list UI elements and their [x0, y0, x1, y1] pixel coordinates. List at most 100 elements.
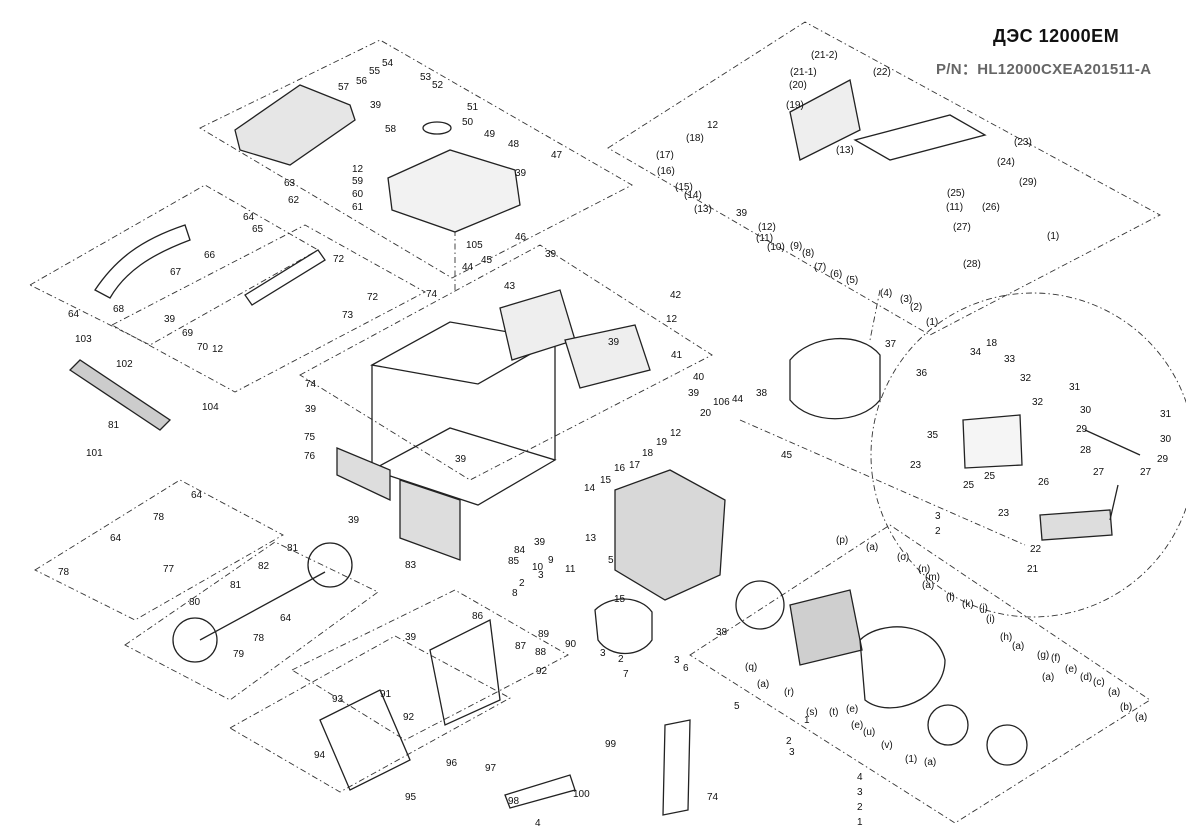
part-number: P/N：HL12000CXEA201511-A	[936, 61, 1152, 78]
callout-label: (10)	[767, 242, 785, 253]
callout-label: 14	[584, 483, 596, 494]
callout-label: 87	[515, 641, 527, 652]
callout-label: 89	[538, 629, 550, 640]
callout-label: 39	[348, 515, 360, 526]
top-panel-2	[564, 324, 651, 389]
callout-label: 39	[164, 314, 176, 325]
callout-label: 23	[910, 460, 922, 471]
region-alternator	[689, 524, 1151, 824]
battery	[962, 414, 1023, 469]
mount-foot	[504, 774, 576, 809]
callout-label: 2	[618, 654, 624, 665]
callout-label: (a)	[1108, 687, 1120, 698]
callout-label: 64	[280, 613, 292, 624]
callout-label: 39	[736, 208, 748, 219]
callout-label: 76	[304, 451, 316, 462]
callout-label: 51	[467, 102, 479, 113]
callout-label: 41	[671, 350, 683, 361]
callout-label: (p)	[836, 535, 848, 546]
callout-label: (16)	[657, 166, 675, 177]
callout-label: 99	[605, 739, 617, 750]
callout-label: 62	[288, 195, 300, 206]
callout-label: 77	[163, 564, 175, 575]
callout-label: 10	[532, 562, 544, 573]
callout-label: 84	[514, 545, 526, 556]
callout-label: 65	[252, 224, 264, 235]
callout-label: 64	[191, 490, 203, 501]
callout-label: (17)	[656, 150, 674, 161]
mount-rail	[662, 719, 691, 816]
callout-label: 61	[352, 202, 364, 213]
callout-label: 74	[707, 792, 719, 803]
region-battery-box	[291, 589, 569, 741]
callout-label: 68	[113, 304, 125, 315]
control-panel-plate	[789, 79, 861, 161]
callout-label: 56	[356, 76, 368, 87]
callout-label: (a)	[866, 542, 878, 553]
callout-label: 19	[656, 437, 668, 448]
callout-label: (4)	[880, 288, 892, 299]
callout-label: 58	[385, 124, 397, 135]
callout-label: 4	[857, 772, 863, 783]
side-panel-left	[336, 447, 391, 502]
callout-label: (7)	[814, 262, 826, 273]
callout-label: 36	[916, 368, 928, 379]
alternator-body	[789, 589, 863, 666]
callout-label: (6)	[830, 269, 842, 280]
callout-label: 92	[403, 712, 415, 723]
callout-label: 21	[1027, 564, 1039, 575]
bracket-plate	[244, 249, 326, 306]
callout-label: 2	[935, 526, 941, 537]
callout-label: (8)	[802, 248, 814, 259]
callout-label: (e)	[846, 704, 858, 715]
callout-label: (9)	[790, 241, 802, 252]
callout-label: 12	[212, 344, 224, 355]
callout-label: 3	[600, 648, 606, 659]
callout-label: 63	[284, 178, 296, 189]
callout-label: 95	[405, 792, 417, 803]
callout-label: 64	[110, 533, 122, 544]
callout-label: 93	[332, 694, 344, 705]
callout-label: (g)	[1037, 650, 1049, 661]
callout-label: 1	[857, 817, 863, 828]
frame-base	[370, 427, 557, 506]
region-bracket	[111, 224, 426, 393]
callout-label: (j)	[979, 603, 988, 614]
callout-label: (e)	[851, 720, 863, 731]
callout-label: (11)	[756, 233, 773, 244]
callout-label: 34	[970, 347, 982, 358]
callout-label: 22	[1030, 544, 1042, 555]
callout-label: 38	[756, 388, 768, 399]
battery-tray	[1039, 509, 1113, 541]
callout-label: 32	[1020, 373, 1032, 384]
callout-label: 101	[86, 448, 103, 459]
callout-label: 69	[182, 328, 194, 339]
callout-label: 39	[305, 404, 317, 415]
callout-label: (26)	[982, 202, 1000, 213]
callout-label: 78	[253, 633, 265, 644]
callout-label: 64	[68, 309, 80, 320]
callout-label: 32	[1032, 397, 1044, 408]
callout-label: 103	[75, 334, 92, 345]
callout-label: (15)	[675, 182, 693, 193]
alternator-housing	[859, 626, 946, 709]
callout-label: (1)	[926, 317, 938, 328]
callout-label: (n)	[918, 564, 930, 575]
region-battery-tray	[229, 635, 511, 793]
callout-label: 86	[472, 611, 484, 622]
callout-label: 44	[732, 394, 744, 405]
callout-label: (t)	[829, 707, 838, 718]
callout-label: 39	[534, 537, 546, 548]
callout-label: (a)	[1135, 712, 1147, 723]
callout-label: 39	[515, 168, 527, 179]
callout-label: 74	[426, 289, 438, 300]
callout-label: 9	[548, 555, 554, 566]
side-panel-front	[399, 479, 461, 561]
callout-label: (m)	[925, 572, 940, 583]
callout-label: 88	[535, 647, 547, 658]
callout-label: 91	[380, 689, 392, 700]
wheel-axle	[199, 571, 326, 641]
callout-label: 31	[1160, 409, 1172, 420]
callout-label: 2	[857, 802, 863, 813]
